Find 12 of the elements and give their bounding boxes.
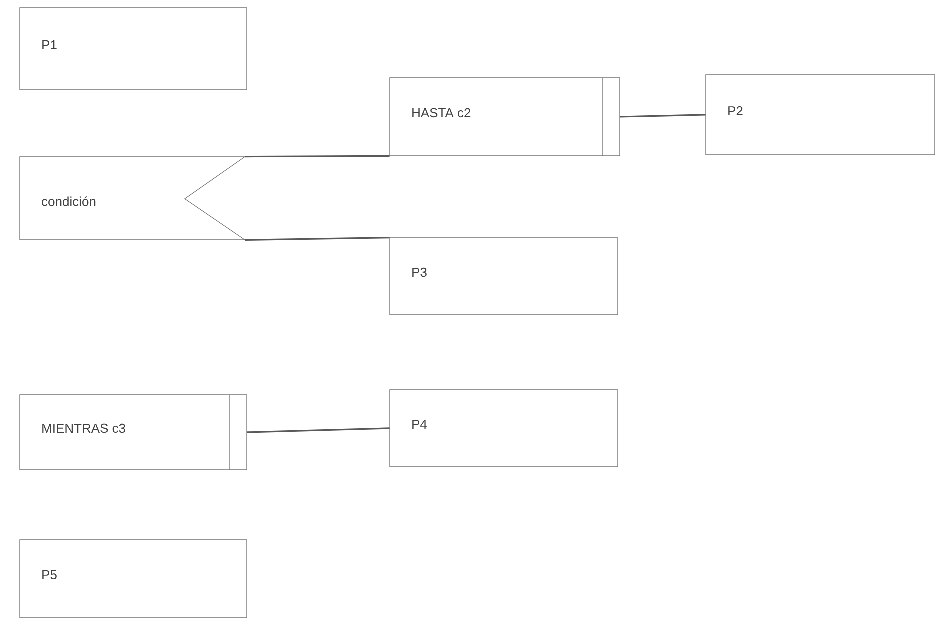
process-box: P3 <box>390 238 618 316</box>
process-box: P2 <box>706 74 936 156</box>
connector-line <box>245 236 390 241</box>
loop-box: MIENTRAS c3 <box>20 394 248 470</box>
connector-line <box>620 114 706 118</box>
loop-box: HASTA c2 <box>390 78 620 156</box>
connector-line <box>245 155 390 158</box>
process-box: P1 <box>20 8 248 90</box>
connector-line <box>247 428 390 434</box>
process-box: P5 <box>20 540 248 618</box>
process-box: P4 <box>390 390 618 468</box>
condition-box: condición <box>20 156 246 240</box>
